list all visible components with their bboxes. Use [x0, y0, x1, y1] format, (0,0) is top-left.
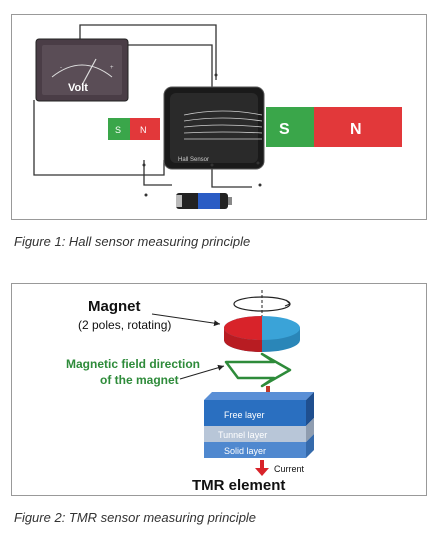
field-direction-label-line2: of the magnet — [100, 373, 179, 387]
hall-sensor-device: Hall Sensor — [163, 86, 265, 170]
svg-text:-: - — [60, 65, 62, 71]
voltmeter: - + Volt — [35, 38, 129, 102]
hall-sensor-illustration: - + Volt S N S N — [33, 24, 402, 209]
current-label: Current — [274, 464, 305, 474]
solid-layer-label: Solid layer — [224, 446, 266, 456]
left-magnet-n-label: N — [140, 125, 147, 135]
rotating-magnet — [224, 290, 300, 352]
tmr-element-label: TMR element — [192, 477, 285, 494]
right-magnet: S N — [266, 107, 402, 147]
right-magnet-n-label: N — [350, 121, 362, 138]
magnet-title: Magnet — [88, 298, 141, 315]
field-direction-arrow — [224, 352, 292, 388]
right-magnet-s-label: S — [279, 121, 290, 138]
field-direction-label-line1: Magnetic field direction — [66, 357, 200, 371]
volt-label: Volt — [68, 82, 88, 94]
figure-2-caption: Figure 2: TMR sensor measuring principle — [14, 510, 257, 525]
figure-1-panel: - + Volt S N S N — [11, 14, 427, 220]
tunnel-layer-label: Tunnel layer — [218, 430, 267, 440]
hall-sensor-label: Hall Sensor — [178, 157, 209, 163]
left-magnet-s-label: S — [115, 125, 121, 135]
battery — [176, 193, 232, 209]
free-layer-label: Free layer — [224, 410, 265, 420]
figure-1-caption: Figure 1: Hall sensor measuring principl… — [14, 234, 251, 249]
current-arrow — [255, 460, 269, 476]
magnet-subtitle: (2 poles, rotating) — [78, 318, 171, 332]
tmr-sensor-illustration: Magnet (2 poles, rotating) Magnetic fiel… — [66, 290, 314, 494]
figure-2-panel: Magnet (2 poles, rotating) Magnetic fiel… — [11, 283, 427, 496]
tmr-layer-stack: Free layer Tunnel layer Solid layer — [204, 392, 314, 458]
left-magnet: S N — [108, 118, 160, 140]
svg-text:+: + — [110, 65, 114, 71]
